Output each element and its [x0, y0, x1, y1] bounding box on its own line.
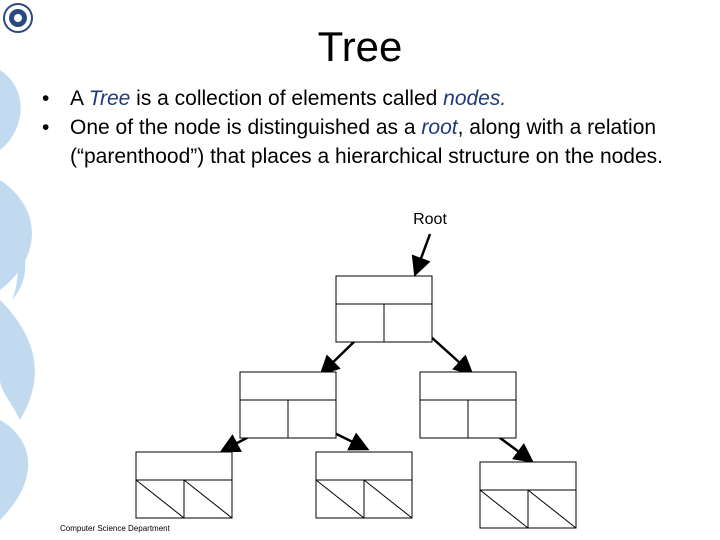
- bullet-text: One of the node is distinguished as a: [70, 116, 422, 139]
- bullet-item: • One of the node is distinguished as a …: [42, 113, 682, 171]
- edge-arrow: [429, 335, 474, 376]
- emphasis-text: root: [421, 116, 458, 139]
- tree-leaf-node: [135, 451, 233, 519]
- bullet-list: • A Tree is a collection of elements cal…: [42, 84, 682, 171]
- bullet-dot: •: [42, 87, 50, 110]
- tree-leaf-node: [315, 451, 413, 519]
- root-pointer-arrow: [411, 233, 432, 277]
- bullet-text: , along with a relation (“parenthood”) t…: [70, 116, 663, 168]
- university-seal-icon: [3, 3, 33, 33]
- tree-leaf-node: [479, 461, 577, 529]
- bullet-text: A: [70, 87, 89, 110]
- footer-department: Computer Science Department: [60, 524, 170, 533]
- bullet-dot: •: [42, 116, 50, 139]
- tree-node-root: [335, 275, 433, 343]
- emphasis-text: Tree: [88, 87, 131, 110]
- tree-node: [239, 371, 337, 439]
- bullet-text: is a collection of elements called: [130, 87, 444, 110]
- emphasis-text: nodes.: [443, 87, 507, 110]
- root-label: Root: [413, 211, 447, 228]
- tree-node: [419, 371, 517, 439]
- tree-diagram: Root: [135, 211, 577, 529]
- slide-title: Tree: [317, 23, 403, 70]
- left-decoration: [0, 3, 35, 520]
- bullet-item: • A Tree is a collection of elements cal…: [42, 84, 682, 113]
